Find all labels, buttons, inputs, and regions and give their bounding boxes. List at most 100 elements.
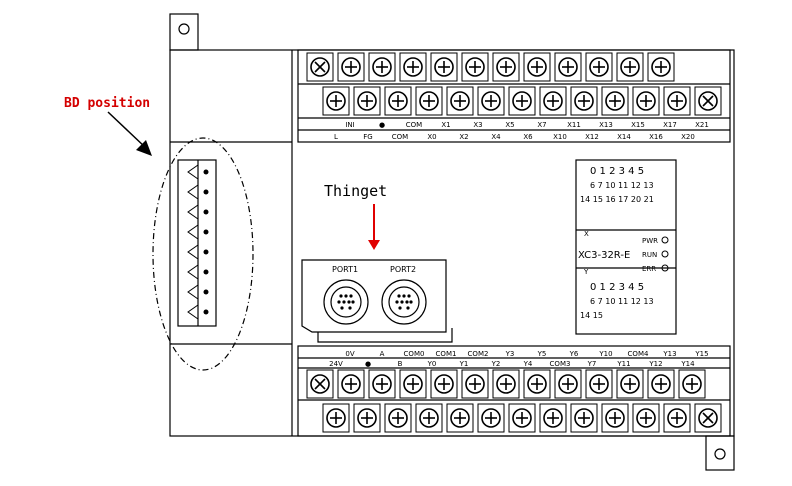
terminal-screw-icon [353,86,381,116]
terminal-screw-icon [539,403,567,433]
terminal-screw-icon [632,403,660,433]
terminal-label: L [334,133,338,141]
terminal-label: 0V [345,350,354,358]
terminal-label: COM3 [550,360,571,368]
terminal-label: ● [379,121,385,129]
indicator-panel [575,159,677,335]
port2-connector [381,279,427,325]
terminal-screw-icon [477,403,505,433]
terminal-label: X12 [585,133,599,141]
mount-hole-top [178,23,190,35]
screw-x-icon [694,403,722,433]
mount-hole-bottom [714,448,726,460]
port-pin [351,300,355,304]
terminal-screw-icon [570,403,598,433]
port-pin [407,294,411,298]
terminal-screw-icon [523,52,551,82]
terminal-screw-icon [492,52,520,82]
input-led-row-2: 6 7 10 11 12 13 [590,181,654,190]
terminal-screw-icon [570,86,598,116]
bd-pin [187,184,209,200]
terminal-label: Y10 [598,350,612,358]
terminal-screw-icon [337,369,365,399]
terminal-label: Y3 [505,350,515,358]
terminal-screw-icon [399,369,427,399]
terminal-label: X2 [459,133,468,141]
port-pin [344,294,348,298]
terminal-screw-icon [446,86,474,116]
mount-tab-top [169,13,199,51]
terminal-label: X5 [505,121,514,129]
terminal-screw-icon [384,403,412,433]
port-pin [400,300,404,304]
port-pin [342,300,346,304]
terminal-screw-icon [601,86,629,116]
bd-position-outline [152,137,254,371]
output-led-row-3: 14 15 [580,311,603,320]
port-pin [398,306,402,310]
screw-x-icon [306,369,334,399]
terminal-label: X3 [473,121,482,129]
led-run [661,250,669,258]
terminal-label: X15 [631,121,645,129]
terminal-screw-icon [446,403,474,433]
bd-arrow-shaft [107,111,147,149]
terminal-screw-icon [399,52,427,82]
port-pin [397,294,401,298]
terminal-screw-icon [322,403,350,433]
port-pin [402,294,406,298]
terminal-label: X11 [567,121,581,129]
terminal-label: Y0 [427,360,437,368]
bd-pin [187,204,209,220]
top-screw-row-upper [306,52,675,82]
screw-x-icon [694,86,722,116]
port-pin [405,300,409,304]
terminal-label: 24V [329,360,343,368]
terminal-screw-icon [337,52,365,82]
led-err [661,264,669,272]
terminal-label: Y13 [662,350,676,358]
terminal-screw-icon [415,403,443,433]
terminal-label: Y12 [648,360,662,368]
terminal-screw-icon [554,369,582,399]
port-pin [337,300,341,304]
bd-pin [187,284,209,300]
terminal-screw-icon [508,86,536,116]
port2-label: PORT2 [390,265,416,274]
bottom-terminal-block [297,345,731,437]
terminal-screw-icon [616,369,644,399]
terminal-screw-icon [461,369,489,399]
terminal-label: COM4 [628,350,649,358]
bottom-screw-row-upper [306,369,706,399]
output-led-row-2: 6 7 10 11 12 13 [590,297,654,306]
terminal-label: COM0 [404,350,425,358]
terminal-label: X6 [523,133,533,141]
bd-connector-pins [187,164,209,320]
input-led-row-1: 0 1 2 3 4 5 [590,166,644,177]
output-led-row-1: 0 1 2 3 4 5 [590,282,644,293]
terminal-label: Y1 [459,360,469,368]
port1-label: PORT1 [332,265,358,274]
terminal-label: Y11 [616,360,630,368]
output-header: Y [583,268,589,276]
input-led-row-3: 14 15 16 17 20 21 [580,195,654,204]
led-pwr-label: PWR [642,237,658,245]
terminal-label: X20 [681,133,695,141]
terminal-screw-icon [554,52,582,82]
terminal-label: X0 [427,133,436,141]
bd-pin [187,164,209,180]
terminal-screw-icon [585,52,613,82]
led-err-label: ERR [642,265,656,273]
bd-pin [187,244,209,260]
top-terminal-block [297,49,731,143]
port-pin [409,300,413,304]
terminal-screw-icon [663,403,691,433]
terminal-label: A [380,350,385,358]
terminal-label: FG [363,133,372,141]
terminal-label: B [398,360,403,368]
mount-tab-bottom [705,435,735,471]
terminal-label: Y2 [491,360,501,368]
terminal-label: ● [365,360,371,368]
bd-pin [187,224,209,240]
